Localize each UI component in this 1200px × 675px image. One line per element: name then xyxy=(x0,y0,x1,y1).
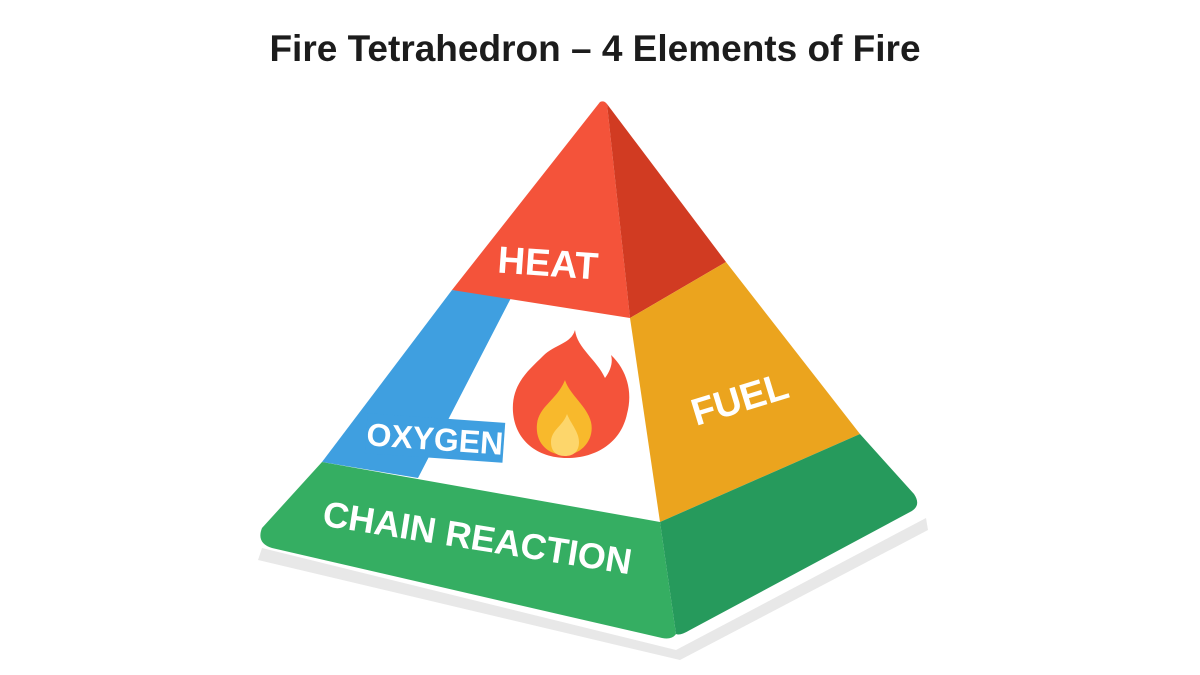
heat-label: HEAT xyxy=(496,240,599,289)
pyramid-shadow xyxy=(258,518,928,660)
heat-face xyxy=(452,101,630,318)
fire-icon xyxy=(512,330,630,458)
chain-reaction-face xyxy=(260,462,676,639)
oxygen-label-box xyxy=(364,413,506,463)
heat-face-shade xyxy=(607,104,726,318)
chain-reaction-face-shade xyxy=(660,434,918,635)
fuel-face xyxy=(630,262,860,522)
diagram-title: Fire Tetrahedron – 4 Elements of Fire xyxy=(269,28,921,69)
